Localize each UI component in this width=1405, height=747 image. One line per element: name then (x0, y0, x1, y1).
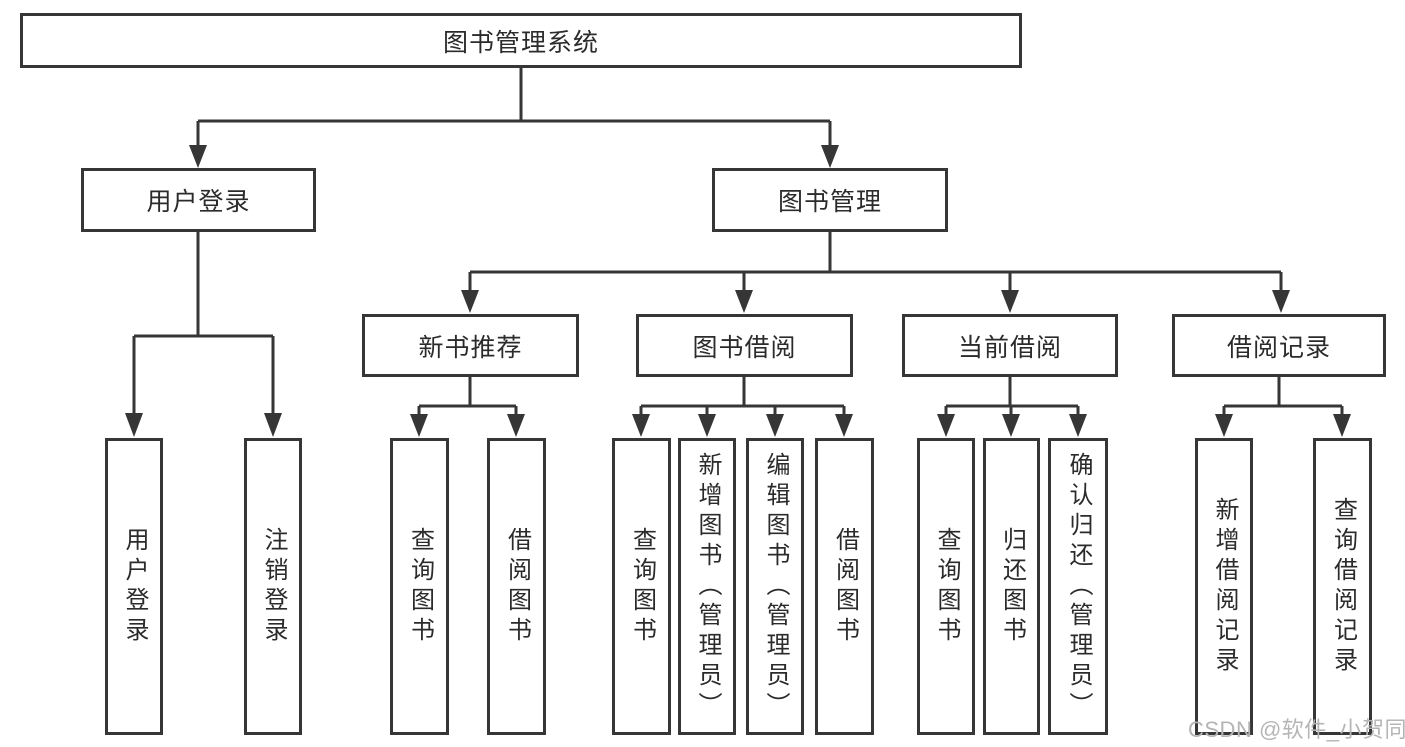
leaf-label: 确认归还（管理员） (1065, 451, 1092, 722)
node-book-borrowing: 图书借阅 (636, 314, 853, 377)
leaf-query-book-current: 查询图书 (917, 438, 975, 735)
leaf-edit-book-admin: 编辑图书（管理员） (746, 438, 804, 735)
node-label: 图书借阅 (692, 333, 797, 362)
leaf-add-book-admin: 新增图书（管理员） (678, 438, 736, 735)
leaf-query-book-borrowing: 查询图书 (612, 438, 671, 735)
leaf-label: 编辑图书（管理员） (762, 451, 789, 722)
connector-current-to-leaves (937, 375, 1087, 437)
leaf-add-borrow-record: 新增借阅记录 (1195, 438, 1253, 735)
leaf-label: 查询图书 (933, 526, 960, 647)
leaf-label: 新增借阅记录 (1211, 496, 1238, 677)
node-label: 图书管理 (777, 188, 882, 216)
connector-root-to-level2 (189, 66, 839, 168)
node-current-borrowing: 当前借阅 (902, 314, 1118, 377)
node-user-login: 用户登录 (81, 168, 316, 232)
leaf-borrow-book-borrowing: 借阅图书 (815, 438, 874, 735)
connector-newbook-to-leaves (410, 375, 525, 437)
leaf-label: 归还图书 (998, 526, 1026, 647)
node-book-management: 图书管理 (712, 168, 948, 232)
connector-borrowing-to-leaves (632, 375, 853, 437)
connector-bookmgmt-to-level3 (461, 230, 1290, 313)
node-label: 当前借阅 (957, 333, 1062, 362)
leaf-label: 查询图书 (406, 526, 434, 647)
leaf-user-login: 用户登录 (105, 438, 163, 735)
leaf-label: 查询借阅记录 (1329, 496, 1357, 677)
leaf-label: 注销登录 (260, 526, 287, 647)
leaf-logout: 注销登录 (244, 438, 302, 735)
leaf-query-book-recommend: 查询图书 (390, 438, 449, 735)
leaf-query-borrow-record: 查询借阅记录 (1313, 438, 1372, 735)
node-label: 用户登录 (146, 188, 251, 216)
csdn-watermark: CSDN @软件_小贺同学 (1188, 717, 1405, 742)
leaf-label: 借阅图书 (831, 526, 859, 647)
leaf-label: 查询图书 (628, 526, 656, 647)
connector-userlogin-to-leaves (125, 230, 282, 437)
node-label: 新书推荐 (418, 333, 523, 362)
leaf-label: 用户登录 (121, 526, 148, 647)
node-library-management-system: 图书管理系统 (20, 13, 1022, 68)
leaf-borrow-book-recommend: 借阅图书 (487, 438, 546, 735)
leaf-confirm-return-admin: 确认归还（管理员） (1048, 438, 1108, 735)
leaf-label: 新增图书（管理员） (694, 451, 721, 722)
node-label: 借阅记录 (1226, 333, 1331, 362)
node-borrowing-records: 借阅记录 (1172, 314, 1386, 377)
leaf-label: 借阅图书 (503, 526, 531, 647)
node-new-book-recommend: 新书推荐 (362, 314, 579, 377)
leaf-return-book: 归还图书 (983, 438, 1040, 735)
node-label: 图书管理系统 (442, 28, 599, 57)
connector-records-to-leaves (1215, 375, 1351, 437)
